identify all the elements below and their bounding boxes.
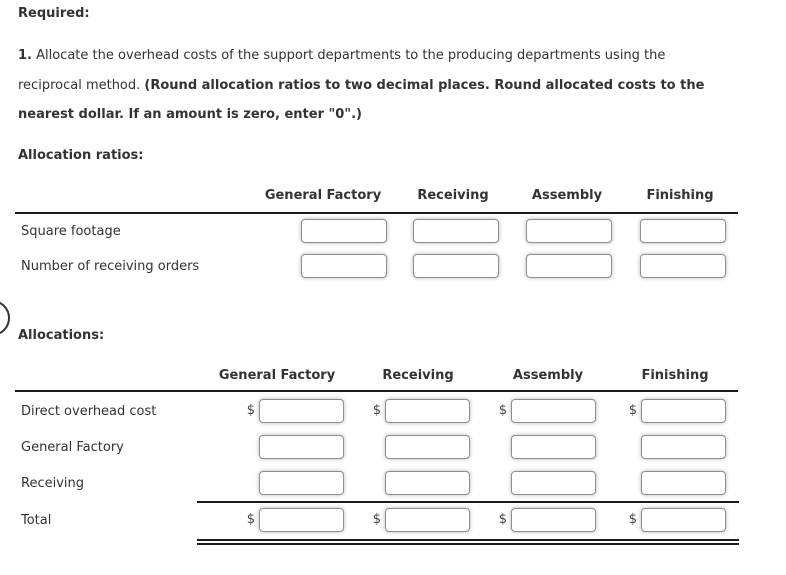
grand-total-double-rule: [197, 539, 739, 545]
input-receiving-receiving[interactable]: [385, 471, 470, 495]
allocation-ratios-title: Allocation ratios:: [18, 148, 144, 163]
input-receiving-orders-assembly[interactable]: [526, 254, 612, 278]
instruction-line: reciprocal method. (Round allocation rat…: [18, 71, 783, 101]
row-label-number-of-receiving-orders: Number of receiving orders: [21, 259, 200, 274]
instruction-line1-text: Allocate the overhead costs of the suppo…: [31, 48, 666, 63]
allocations-title: Allocations:: [18, 328, 105, 343]
required-label: Required:: [18, 6, 90, 21]
input-receiving-finishing[interactable]: [641, 471, 726, 495]
instruction-line2-text: reciprocal method.: [18, 77, 145, 93]
ratios-column-header-general-factory: General Factory: [264, 188, 382, 203]
input-general-factory-general-factory[interactable]: [259, 435, 344, 459]
input-receiving-orders-receiving[interactable]: [413, 254, 499, 278]
input-square-footage-finishing[interactable]: [640, 219, 726, 243]
row-label-receiving: Receiving: [21, 476, 85, 491]
input-total-finishing[interactable]: [641, 508, 726, 532]
input-direct-overhead-finishing[interactable]: [641, 399, 726, 423]
allocations-column-header-receiving: Receiving: [382, 368, 454, 383]
dollar-sign: $: [498, 403, 507, 418]
dollar-sign: $: [372, 512, 381, 527]
ratios-column-header-assembly: Assembly: [531, 188, 603, 203]
ratios-column-header-receiving: Receiving: [417, 188, 489, 203]
ratios-header-rule: [15, 212, 738, 214]
row-label-total: Total: [21, 513, 52, 528]
dollar-sign: $: [372, 403, 381, 418]
input-general-factory-finishing[interactable]: [641, 435, 726, 459]
input-total-assembly[interactable]: [511, 508, 596, 532]
row-label-direct-overhead-cost: Direct overhead cost: [21, 404, 157, 419]
input-receiving-orders-general-factory[interactable]: [301, 254, 387, 278]
input-general-factory-receiving[interactable]: [385, 435, 470, 459]
dollar-sign: $: [498, 512, 507, 527]
instruction-line2-bold: (Round allocation ratios to two decimal …: [144, 77, 705, 93]
input-square-footage-assembly[interactable]: [526, 219, 612, 243]
row-label-general-factory: General Factory: [21, 440, 124, 455]
instruction-number: 1.: [18, 48, 32, 63]
total-rule: [197, 501, 739, 503]
input-general-factory-assembly[interactable]: [511, 435, 596, 459]
input-direct-overhead-general-factory[interactable]: [259, 399, 344, 423]
clipped-circle-icon: [0, 300, 10, 336]
input-square-footage-general-factory[interactable]: [301, 219, 387, 243]
allocations-column-header-assembly: Assembly: [512, 368, 584, 383]
input-direct-overhead-receiving[interactable]: [385, 399, 470, 423]
instruction-line: 1. Allocate the overhead costs of the su…: [18, 41, 783, 71]
dollar-sign: $: [628, 403, 637, 418]
dollar-sign: $: [246, 403, 255, 418]
input-total-general-factory[interactable]: [259, 508, 344, 532]
input-receiving-orders-finishing[interactable]: [640, 254, 726, 278]
instruction-line3-bold: nearest dollar. If an amount is zero, en…: [18, 107, 362, 122]
ratios-column-header-finishing: Finishing: [646, 188, 714, 203]
instruction-line: nearest dollar. If an amount is zero, en…: [18, 100, 783, 130]
input-total-receiving[interactable]: [385, 508, 470, 532]
dollar-sign: $: [246, 512, 255, 527]
input-square-footage-receiving[interactable]: [413, 219, 499, 243]
input-receiving-general-factory[interactable]: [259, 471, 344, 495]
dollar-sign: $: [628, 512, 637, 527]
allocations-column-header-general-factory: General Factory: [218, 368, 336, 383]
instruction-text: 1. Allocate the overhead costs of the su…: [18, 41, 783, 130]
row-label-square-footage: Square footage: [21, 224, 121, 239]
allocations-column-header-finishing: Finishing: [641, 368, 709, 383]
input-direct-overhead-assembly[interactable]: [511, 399, 596, 423]
input-receiving-assembly[interactable]: [511, 471, 596, 495]
allocations-header-rule: [15, 390, 738, 392]
